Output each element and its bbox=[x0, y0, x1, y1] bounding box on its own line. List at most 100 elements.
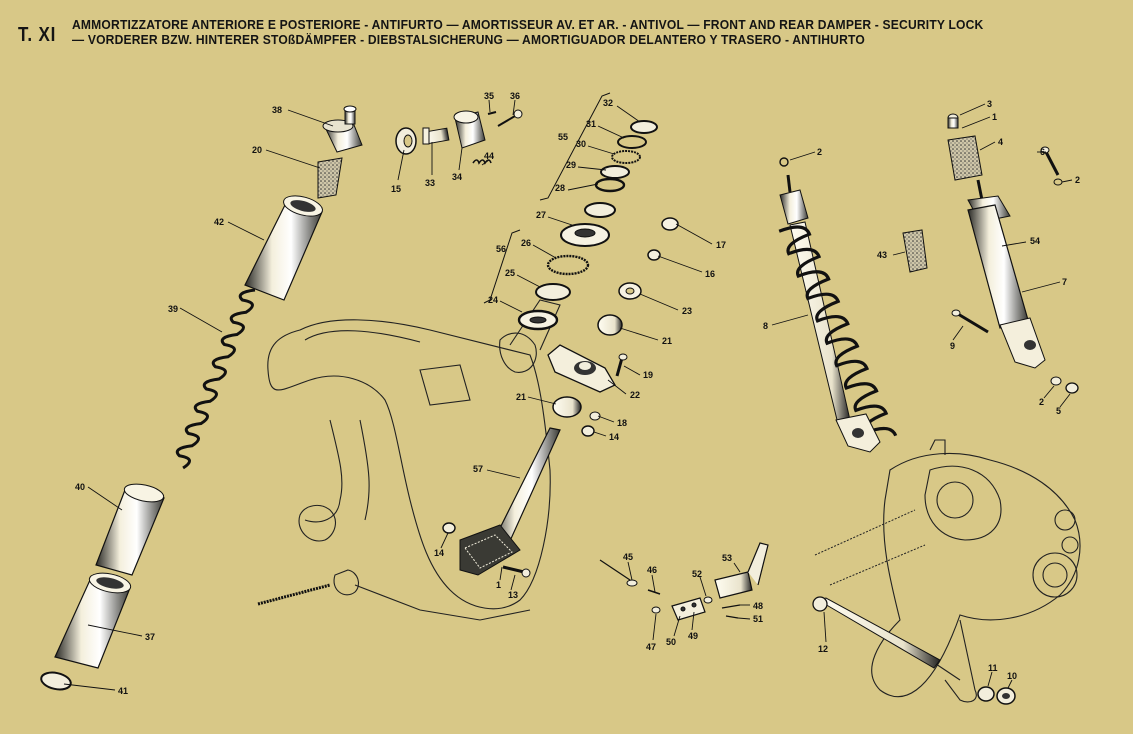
part-10-nut bbox=[996, 687, 1016, 705]
part-40-tube bbox=[95, 483, 165, 576]
callout-labels: 38 20 42 39 40 37 41 15 33 34 35 36 44 3… bbox=[75, 91, 1080, 696]
part-16-lockwasher bbox=[647, 249, 661, 261]
callout-35: 35 bbox=[484, 91, 494, 101]
callout-24: 24 bbox=[488, 295, 498, 305]
part-5-nut bbox=[1065, 382, 1079, 394]
part-19-bolt bbox=[615, 353, 628, 377]
part-21-bearing-upper bbox=[597, 314, 623, 336]
callout-9: 9 bbox=[950, 341, 955, 351]
part-35-pin bbox=[487, 111, 497, 115]
title-line-1: AMMORTIZZATORE ANTERIORE E POSTERIORE - … bbox=[72, 17, 984, 32]
leader-lines bbox=[63, 99, 1073, 691]
part-41-ring bbox=[40, 671, 72, 691]
part-15-washer bbox=[395, 127, 417, 155]
callout-27: 27 bbox=[536, 210, 546, 220]
callout-20: 20 bbox=[252, 145, 262, 155]
callout-28: 28 bbox=[555, 183, 565, 193]
callout-54: 54 bbox=[1030, 236, 1040, 246]
part-9-bolt-long bbox=[951, 309, 989, 334]
callout-50: 50 bbox=[666, 637, 676, 647]
part-36-key bbox=[497, 109, 523, 127]
callout-31: 31 bbox=[586, 119, 596, 129]
front-axle-shaft bbox=[257, 583, 331, 606]
part-21-bearing-lower bbox=[552, 396, 582, 418]
part-2-washer-lower bbox=[1050, 376, 1062, 386]
part-33-lock-barrel bbox=[422, 127, 450, 145]
callout-14b: 14 bbox=[434, 548, 444, 558]
part-17-nut bbox=[661, 217, 679, 231]
callout-1b: 1 bbox=[992, 112, 997, 122]
callout-18: 18 bbox=[617, 418, 627, 428]
part-2-circlip-top bbox=[779, 157, 789, 167]
callout-6: 6 bbox=[1040, 147, 1045, 157]
title-line-2: — VORDERER BZW. HINTERER STOßDÄMPFER - D… bbox=[72, 32, 865, 47]
part-7-rear-damper bbox=[947, 113, 1046, 369]
callout-12: 12 bbox=[818, 644, 828, 654]
callout-52: 52 bbox=[692, 569, 702, 579]
callout-38: 38 bbox=[272, 105, 282, 115]
plate-number: T. XI bbox=[18, 24, 57, 46]
bracket-56 bbox=[483, 229, 521, 304]
part-37-lower-tube bbox=[54, 572, 132, 669]
axle-bolts bbox=[814, 509, 926, 586]
callout-30: 30 bbox=[576, 139, 586, 149]
part-18-washer bbox=[589, 411, 601, 421]
callout-25: 25 bbox=[505, 268, 515, 278]
callout-26: 26 bbox=[521, 238, 531, 248]
callout-3: 3 bbox=[987, 99, 992, 109]
callout-56: 56 bbox=[496, 244, 506, 254]
callout-1: 1 bbox=[496, 580, 501, 590]
part-42-dust-cover bbox=[244, 195, 323, 301]
security-lock-parts bbox=[599, 542, 769, 621]
callout-22: 22 bbox=[630, 390, 640, 400]
part-2-circlip-right bbox=[1053, 178, 1063, 186]
engine-casing-outline bbox=[871, 439, 1081, 703]
callout-42: 42 bbox=[214, 217, 224, 227]
callout-21: 21 bbox=[662, 336, 672, 346]
part-13-bolt bbox=[502, 565, 531, 578]
part-39-spring bbox=[175, 288, 256, 470]
part-20-bump-stop bbox=[317, 157, 343, 199]
callout-8: 8 bbox=[763, 321, 768, 331]
callout-34: 34 bbox=[452, 172, 462, 182]
callout-45: 45 bbox=[623, 552, 633, 562]
callout-53: 53 bbox=[722, 553, 732, 563]
callout-19: 19 bbox=[643, 370, 653, 380]
callout-17: 17 bbox=[716, 240, 726, 250]
part-38-cap bbox=[322, 105, 363, 153]
bracket-55 bbox=[539, 92, 611, 201]
callout-40: 40 bbox=[75, 482, 85, 492]
part-12-long-bolt bbox=[812, 596, 941, 669]
part-11-washer bbox=[977, 686, 995, 702]
callout-15: 15 bbox=[391, 184, 401, 194]
callout-2: 2 bbox=[817, 147, 822, 157]
callout-32: 32 bbox=[603, 98, 613, 108]
callout-36: 36 bbox=[510, 91, 520, 101]
callout-43: 43 bbox=[877, 250, 887, 260]
part-57-fork-stem bbox=[459, 427, 561, 576]
part-43-bump-stop bbox=[902, 229, 928, 273]
callout-23: 23 bbox=[682, 306, 692, 316]
callout-39: 39 bbox=[168, 304, 178, 314]
callout-2c: 2 bbox=[1039, 397, 1044, 407]
callout-13: 13 bbox=[508, 590, 518, 600]
callout-14: 14 bbox=[609, 432, 619, 442]
callout-5: 5 bbox=[1056, 406, 1061, 416]
callout-7: 7 bbox=[1062, 277, 1067, 287]
callout-48: 48 bbox=[753, 601, 763, 611]
callout-57: 57 bbox=[473, 464, 483, 474]
part-6-bolt-small bbox=[1040, 146, 1060, 176]
callout-2b: 2 bbox=[1075, 175, 1080, 185]
part-34-lock-housing bbox=[453, 110, 486, 149]
steering-bearing-stack bbox=[517, 120, 658, 331]
frame-outline bbox=[267, 299, 561, 621]
callout-47: 47 bbox=[646, 642, 656, 652]
callout-41: 41 bbox=[118, 686, 128, 696]
callout-11: 11 bbox=[988, 663, 998, 673]
callout-16: 16 bbox=[705, 269, 715, 279]
part-14-nut-upper bbox=[581, 425, 595, 437]
callout-49: 49 bbox=[688, 631, 698, 641]
part-8-rear-shock bbox=[778, 174, 898, 453]
